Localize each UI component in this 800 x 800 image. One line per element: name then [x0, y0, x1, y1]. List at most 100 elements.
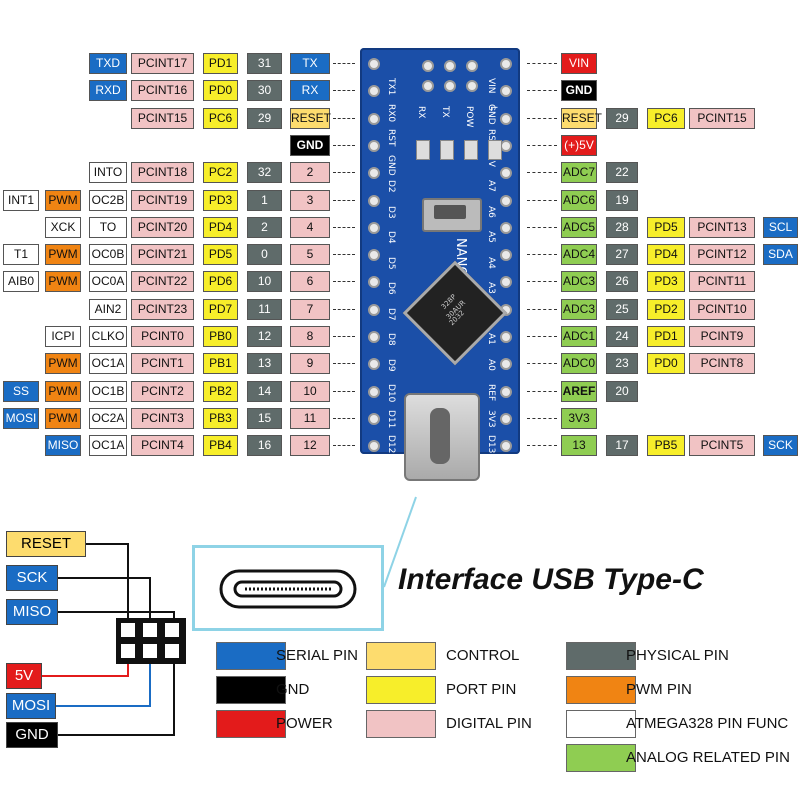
right-pin-7-analog-label: ADC4 [561, 244, 597, 266]
left-header-pad [368, 85, 380, 98]
right-header-pad [500, 112, 512, 125]
right-pin-10-analog-label: ADC1 [561, 326, 597, 347]
board-icsp-pad [444, 60, 456, 72]
right-pin-8-port-label: PD3 [647, 271, 685, 293]
left-header-pad [368, 303, 380, 316]
legend-swatch [566, 710, 636, 738]
left-pin-10-physical-label: 12 [247, 326, 282, 347]
icsp-label-reset: RESET [6, 531, 86, 557]
silkscreen-label: D5 [386, 256, 396, 270]
left-pin-13-port-label: PB3 [203, 407, 238, 429]
silkscreen-label: D8 [386, 333, 396, 346]
left-pin-13-physical-label: 15 [247, 407, 282, 429]
right-pin-2-control-label: RESET [561, 107, 602, 129]
right-pin-9-port-label: PD2 [647, 298, 685, 320]
right-pin-2-digital-label: PCINT15 [689, 107, 755, 129]
icsp-label-5v: 5V [6, 663, 42, 689]
right-pin-6-analog-label: ADC5 [561, 216, 597, 238]
left-pin-6-digital-label: 4 [290, 216, 330, 238]
board-icsp-pad [444, 80, 456, 92]
left-pin-11-func-label: OC1A [89, 353, 127, 375]
left-pin-8-func-label: AIB0 [3, 271, 39, 293]
right-header-pad [500, 358, 512, 371]
left-pin-2-control-label: RESET [290, 107, 331, 129]
left-pin-12-serial-label: SS [3, 380, 39, 402]
legend-label: ATMEGA328 PIN FUNC [626, 715, 789, 732]
left-pin-5-func-label: OC2B [89, 189, 127, 211]
legend-swatch [216, 676, 286, 704]
left-pin-14-digital-label: PCINT4 [131, 435, 194, 457]
left-header-pad [368, 276, 380, 289]
left-pin-6-digital-label: PCINT20 [131, 216, 194, 238]
right-header-pad [500, 412, 512, 425]
legend-swatch [366, 642, 436, 670]
icsp-label-gnd: GND [6, 722, 58, 748]
silkscreen-label: VIN [486, 78, 496, 94]
status-led [464, 140, 478, 160]
left-pin-9-digital-label: PCINT23 [131, 298, 194, 320]
left-pin-12-digital-label: 10 [290, 380, 330, 402]
left-pin-7-physical-label: 0 [247, 244, 282, 266]
icsp-label-mosi: MOSI [6, 693, 56, 719]
right-pin-5-physical-label: 19 [606, 189, 638, 211]
right-pin-6-digital-label: PCINT13 [689, 216, 755, 238]
legend-swatch [366, 710, 436, 738]
left-pin-13-pwm-label: PWM [45, 407, 81, 429]
right-header-pad [500, 58, 512, 70]
left-header-pad [368, 221, 380, 234]
left-header-pad [368, 440, 380, 453]
left-header-pad [368, 194, 380, 207]
left-pin-4-port-label: PC2 [203, 162, 238, 184]
left-pin-leader [333, 144, 355, 146]
right-header-pad [500, 331, 512, 343]
right-header-pad [500, 221, 512, 234]
legend-swatch [216, 710, 286, 738]
right-pin-1-gnd-label: GND [561, 80, 597, 102]
legend-swatch [566, 744, 636, 772]
legend-swatch [366, 676, 436, 704]
right-pin-11-digital-label: PCINT8 [689, 353, 755, 375]
left-pin-0-serial-label: TX [290, 53, 330, 74]
left-pin-6-func-label: XCK [45, 216, 81, 238]
left-pin-5-port-label: PD3 [203, 189, 238, 211]
legend-swatch [566, 642, 636, 670]
right-pin-leader [527, 390, 557, 392]
left-pin-leader [333, 336, 355, 337]
right-pin-leader [527, 417, 557, 419]
left-pin-13-serial-label: MOSI [3, 407, 39, 429]
silkscreen-label: RX0 [386, 103, 396, 122]
silkscreen-label: D12 [386, 435, 396, 454]
right-pin-9-digital-label: PCINT10 [689, 298, 755, 320]
left-pin-5-func-label: INT1 [3, 189, 39, 211]
left-pin-6-func-label: TO [89, 216, 127, 238]
left-pin-11-digital-label: 9 [290, 353, 330, 375]
left-pin-0-serial-label: TXD [89, 53, 127, 74]
silkscreen-label: D6 [386, 282, 396, 295]
right-header-pad [500, 276, 512, 289]
left-header-pad [368, 58, 380, 70]
left-pin-leader [333, 199, 355, 201]
left-pin-7-func-label: OC0B [89, 244, 127, 266]
status-led [488, 140, 502, 160]
left-pin-leader [333, 117, 355, 119]
right-pin-12-physical-label: 20 [606, 380, 638, 402]
left-pin-9-func-label: AIN2 [89, 298, 127, 320]
right-pin-14-physical-label: 17 [606, 435, 638, 457]
left-pin-12-port-label: PB2 [203, 380, 238, 402]
left-pin-14-port-label: PB4 [203, 435, 238, 457]
left-header-pad [368, 412, 380, 425]
silkscreen-label: D2 [386, 180, 396, 193]
right-header-pad [500, 194, 512, 207]
right-pin-14-serial-label: SCK [763, 435, 798, 457]
right-pin-11-physical-label: 23 [606, 353, 638, 375]
left-pin-13-func-label: OC2A [89, 407, 127, 429]
silkscreen-label: GND [386, 154, 396, 176]
left-header-pad [368, 331, 380, 343]
board-icsp-pad [422, 60, 434, 72]
silkscreen-label: D7 [386, 307, 396, 321]
left-header-pad [368, 385, 380, 398]
left-pin-6-physical-label: 2 [247, 216, 282, 238]
left-pin-1-digital-label: PCINT16 [131, 80, 194, 102]
right-pin-8-digital-label: PCINT11 [689, 271, 755, 293]
